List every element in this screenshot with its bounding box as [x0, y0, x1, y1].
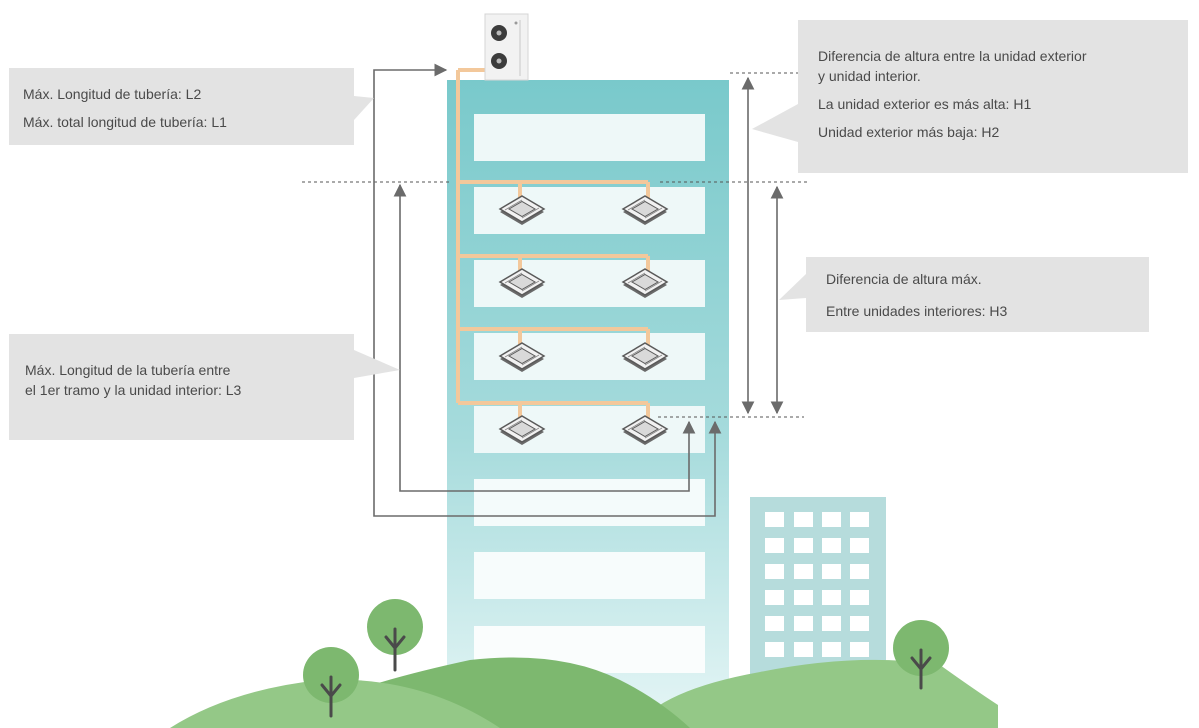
- height-difference-title-line2: y unidad interior.: [818, 68, 921, 84]
- between-indoor-units-label: Entre unidades interiores: H3: [826, 303, 1008, 319]
- outdoor-lower-label: Unidad exterior más baja: H2: [818, 124, 1000, 140]
- first-branch-length-line2: el 1er tramo y la unidad interior: L3: [25, 382, 242, 398]
- first-branch-length-callout: Máx. Longitud de la tubería entre el 1er…: [9, 334, 354, 440]
- tree-icon: [303, 647, 359, 718]
- outdoor-higher-label: La unidad exterior es más alta: H1: [818, 96, 1032, 112]
- floor-1: [474, 114, 705, 161]
- floor-7: [474, 552, 705, 599]
- callout-pointers: [354, 96, 806, 378]
- outdoor-indoor-height-callout: Diferencia de altura entre la unidad ext…: [798, 20, 1188, 173]
- tree-icon: [367, 599, 423, 672]
- first-branch-length-line1: Máx. Longitud de la tubería entre: [25, 362, 231, 378]
- indoor-height-callout: Diferencia de altura máx. Entre unidades…: [806, 257, 1149, 332]
- pipe-length-arrows: [373, 63, 722, 517]
- height-difference-title-line1: Diferencia de altura entre la unidad ext…: [818, 48, 1087, 64]
- hills: [170, 657, 998, 728]
- total-pipe-length-label: Máx. total longitud de tubería: L1: [23, 114, 227, 130]
- floor-6: [474, 479, 705, 526]
- max-height-difference-label: Diferencia de altura máx.: [826, 271, 982, 287]
- pipe-length-callout: Máx. Longitud de tubería: L2 Máx. total …: [9, 68, 354, 145]
- first-branch-length-text: Máx. Longitud de la tubería entre el 1er…: [25, 360, 338, 400]
- tree-icon: [893, 620, 949, 690]
- pipe-length-label: Máx. Longitud de tubería: L2: [23, 86, 202, 102]
- height-difference-arrows: [741, 76, 784, 415]
- outdoor-unit-icon: [484, 13, 529, 81]
- height-difference-title: Diferencia de altura entre la unidad ext…: [818, 46, 1168, 86]
- office-building-icon: [750, 497, 886, 688]
